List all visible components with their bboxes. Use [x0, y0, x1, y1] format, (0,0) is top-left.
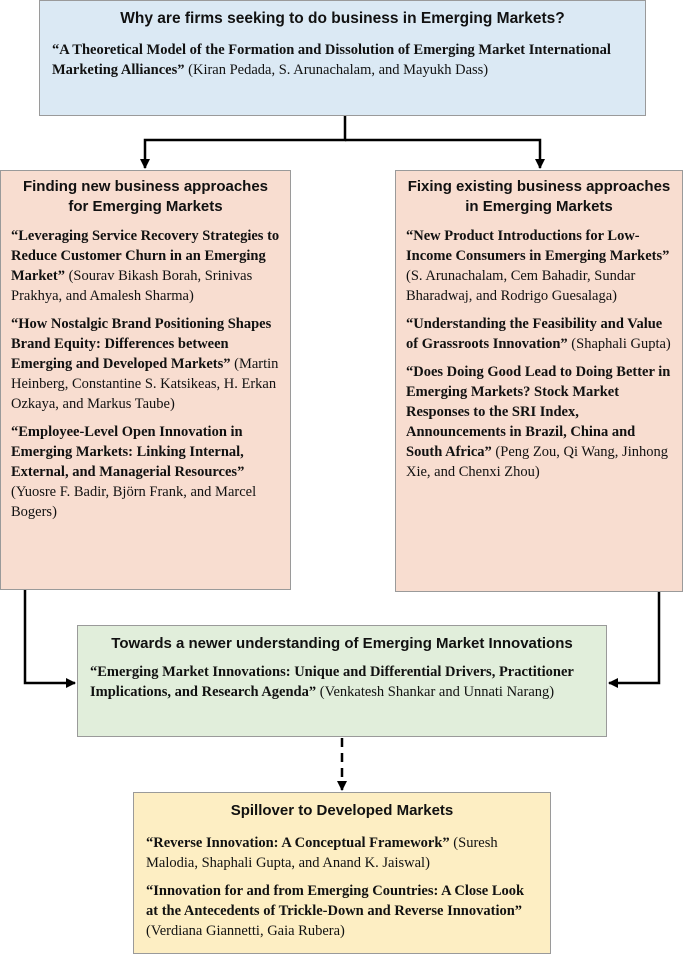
paper-authors: (Venkatesh Shankar and Unnati Narang): [316, 684, 555, 701]
paper-title: “Employee-Level Open Innovation in Emerg…: [11, 423, 245, 480]
paper-entry: “Reverse Innovation: A Conceptual Framew…: [146, 833, 538, 873]
connector-top-split: [140, 116, 347, 169]
paper-entry: “Leveraging Service Recovery Strategies …: [11, 226, 280, 306]
connector-top-right: [345, 138, 545, 169]
box-why-emerging-markets: Why are firms seeking to do business in …: [39, 0, 646, 116]
paper-authors: (Shaphali Gupta): [567, 335, 671, 352]
box-spillover-developed-markets: Spillover to Developed Markets “Reverse …: [133, 792, 551, 954]
paper-authors: (Sourav Bikash Borah, Srinivas Prakhya, …: [11, 267, 253, 304]
paper-authors: (Kiran Pedada, S. Arunachalam, and Mayuk…: [184, 61, 489, 78]
paper-authors: (Suresh Malodia, Shaphali Gupta, and Ana…: [146, 835, 498, 872]
box-finding-new-approaches: Finding new business approaches for Emer…: [0, 170, 291, 590]
paper-authors: (Verdiana Giannetti, Gaia Rubera): [146, 923, 345, 940]
box-title: Finding new business approaches for Emer…: [22, 178, 269, 216]
paper-entry: “Understanding the Feasibility and Value…: [406, 314, 672, 354]
paper-authors: (Yuosre F. Badir, Björn Frank, and Marce…: [11, 483, 257, 520]
paper-title: “Does Doing Good Lead to Doing Better in…: [406, 363, 671, 460]
connector-right-middle: [608, 592, 661, 688]
box-newer-understanding: Towards a newer understanding of Emergin…: [77, 625, 607, 737]
paper-authors: (Peng Zou, Qi Wang, Jinhong Xie, and Che…: [406, 443, 668, 480]
paper-entry: “Does Doing Good Lead to Doing Better in…: [406, 362, 672, 482]
paper-entry: “A Theoretical Model of the Formation an…: [52, 40, 633, 80]
paper-title: “A Theoretical Model of the Formation an…: [52, 41, 611, 78]
paper-title: “Leveraging Service Recovery Strategies …: [11, 227, 280, 284]
box-title: Towards a newer understanding of Emergin…: [111, 635, 573, 652]
box-fixing-existing-approaches: Fixing existing business approaches in E…: [395, 170, 683, 592]
paper-entry: “Innovation for and from Emerging Countr…: [146, 881, 538, 941]
box-title: Spillover to Developed Markets: [230, 802, 454, 819]
paper-authors: (S. Arunachalam, Cem Bahadir, Sundar Bha…: [406, 267, 636, 304]
paper-title: “New Product Introductions for Low-Incom…: [406, 227, 670, 264]
box-title: Fixing existing business approaches in E…: [407, 178, 671, 216]
paper-title: “Emerging Market Innovations: Unique and…: [90, 664, 574, 701]
paper-entry: “Employee-Level Open Innovation in Emerg…: [11, 422, 280, 522]
connector-left-middle: [23, 590, 76, 688]
paper-title: “Innovation for and from Emerging Countr…: [146, 883, 525, 920]
box-title: Why are firms seeking to do business in …: [120, 10, 565, 27]
paper-authors: (Martin Heinberg, Constantine S. Katsike…: [11, 355, 279, 412]
paper-entry: “Emerging Market Innovations: Unique and…: [90, 662, 594, 702]
paper-title: “How Nostalgic Brand Positioning Shapes …: [11, 315, 272, 372]
paper-title: “Understanding the Feasibility and Value…: [406, 315, 663, 352]
paper-title: “Reverse Innovation: A Conceptual Framew…: [146, 835, 450, 852]
paper-entry: “New Product Introductions for Low-Incom…: [406, 226, 672, 306]
paper-entry: “How Nostalgic Brand Positioning Shapes …: [11, 314, 280, 414]
